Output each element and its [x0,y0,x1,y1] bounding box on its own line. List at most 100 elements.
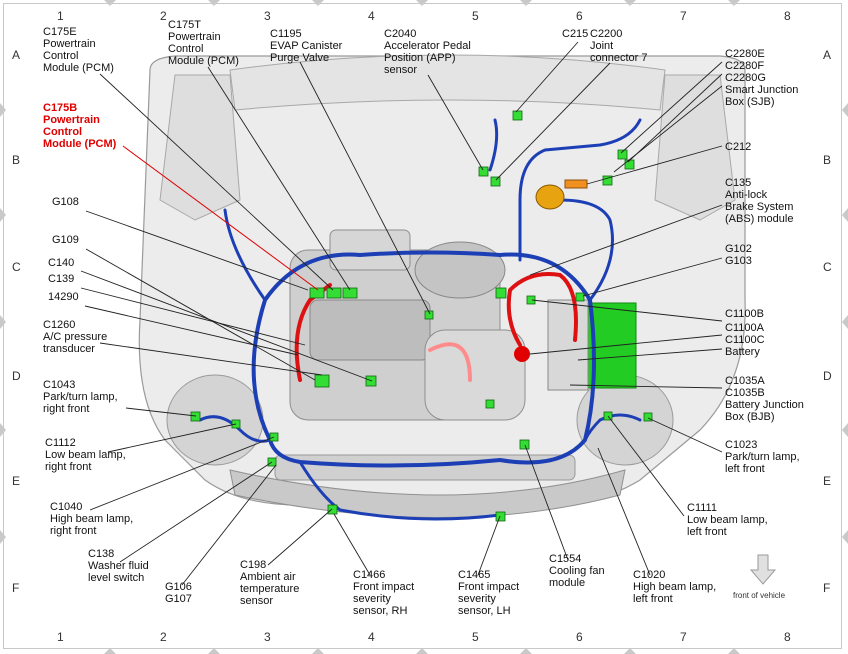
callout-c175e-line-2: Control [43,50,78,62]
callout-g106-line-1: G107 [165,593,192,605]
grid-col-6-bottom: 6 [576,630,583,644]
front-of-vehicle-label: front of vehicle [733,591,786,600]
callout-c1111-line-2: left front [687,526,727,538]
callout-c1195-line-1: EVAP Canister [270,40,343,52]
leader-line-c198 [267,508,333,566]
callout-c175b-line-3: Module (PCM) [43,138,117,150]
callout-c2040-line-0: C2040 [384,28,416,40]
callout-c1466-line-1: Front impact [353,581,414,593]
callout-c138-line-0: C138 [88,548,114,560]
grid-col-1-bottom: 1 [57,630,64,644]
callout-c135-line-2: Brake System [725,201,793,213]
callout-c2280-line-1: C2280F [725,60,764,72]
leader-line-c1043 [125,407,197,417]
callout-c135-line-0: C135 [725,177,751,189]
edge-marker [842,315,848,329]
edge-marker [104,0,116,6]
edge-marker [842,423,848,437]
leader-line-c135 [529,204,723,276]
grid-col-2-top: 2 [160,9,167,23]
callout-c1020-line-0: C1020 [633,569,665,581]
grid-col-3-top: 3 [264,9,271,23]
callout-g108-line-0: G108 [52,196,79,208]
grid-col-8-top: 8 [784,9,791,23]
callout-c135-line-1: Anti-lock [725,189,768,201]
callout-c175t-line-3: Module (PCM) [168,55,239,67]
leader-line-c2280 [620,61,723,154]
callout-c215-line-0: C215 [562,28,588,40]
edge-marker [520,648,532,654]
callout-c1023-line-0: C1023 [725,439,757,451]
leader-line-c215 [515,41,579,113]
leader-line-c1040 [89,436,275,511]
callout-c2200-line-0: C2200 [590,28,622,40]
edge-marker [728,648,740,654]
callout-c2040-line-2: Position (APP) [384,52,456,64]
callout-c1100a-line-0: C1100A [725,322,765,334]
callout-c1554-line-2: module [549,577,585,589]
callout-n14290: 14290 [48,291,79,303]
callout-c175e-line-3: Module (PCM) [43,62,114,74]
callout-c2280-line-4: Box (SJB) [725,96,775,108]
callout-c198-line-2: temperature [240,583,299,595]
leader-line-c175e [99,73,334,291]
callout-c1554-line-1: Cooling fan [549,565,605,577]
grid-row-a-left: A [12,48,20,62]
edge-marker [0,315,6,329]
battery-highlight [587,302,637,389]
callout-c1195-line-2: Purge Valve [270,52,329,64]
grid-column-labels-top: 1 2 3 4 5 6 7 8 [57,9,791,23]
grid-col-1-top: 1 [57,9,64,23]
callout-c2280-line-2: C2280G [725,72,766,84]
connector-c212-shell [564,179,588,189]
front-arrow-icon [749,554,777,585]
callout-c139: C139 [48,273,74,285]
leader-line-c1260 [99,342,323,376]
leader-line-c1554 [524,444,569,561]
callout-c140-line-0: C140 [48,257,74,269]
callout-c1043-line-2: right front [43,403,89,415]
leader-line-c1023 [647,417,723,453]
callout-c1100b: C1100B [725,308,764,320]
callout-g109: G109 [52,234,79,246]
callout-c1465-line-2: severity [458,593,496,605]
leader-line-c139 [80,287,306,346]
callout-c175b-line-1: Powertrain [43,114,100,126]
grid-row-d-right: D [823,369,832,383]
edge-marker [312,648,324,654]
callout-c1112-line-2: right front [45,461,91,473]
leader-lines [80,41,723,586]
grid-row-e-right: E [823,474,831,488]
grid-row-f-left: F [12,581,19,595]
grid-row-c-right: C [823,260,832,274]
callout-c175b-line-2: Control [43,126,82,138]
edge-marker [416,648,428,654]
grid-col-7-bottom: 7 [680,630,687,644]
callout-c175t-line-2: Control [168,43,203,55]
callout-c1040-line-1: High beam lamp, [50,513,133,525]
grid-col-6-top: 6 [576,9,583,23]
leader-line-c1112 [107,423,237,453]
leader-line-c2200 [495,62,611,181]
leader-line-c138 [119,461,273,563]
grid-col-2-bottom: 2 [160,630,167,644]
callout-c139-line-0: C139 [48,273,74,285]
leader-line-c140 [80,270,373,382]
grommet [535,184,565,210]
callout-c1040-line-2: right front [50,525,96,537]
grid-col-4-bottom: 4 [368,630,375,644]
callout-c1112-line-1: Low beam lamp, [45,449,126,461]
leader-line-c1100c [577,348,723,361]
edge-marker [0,103,6,117]
